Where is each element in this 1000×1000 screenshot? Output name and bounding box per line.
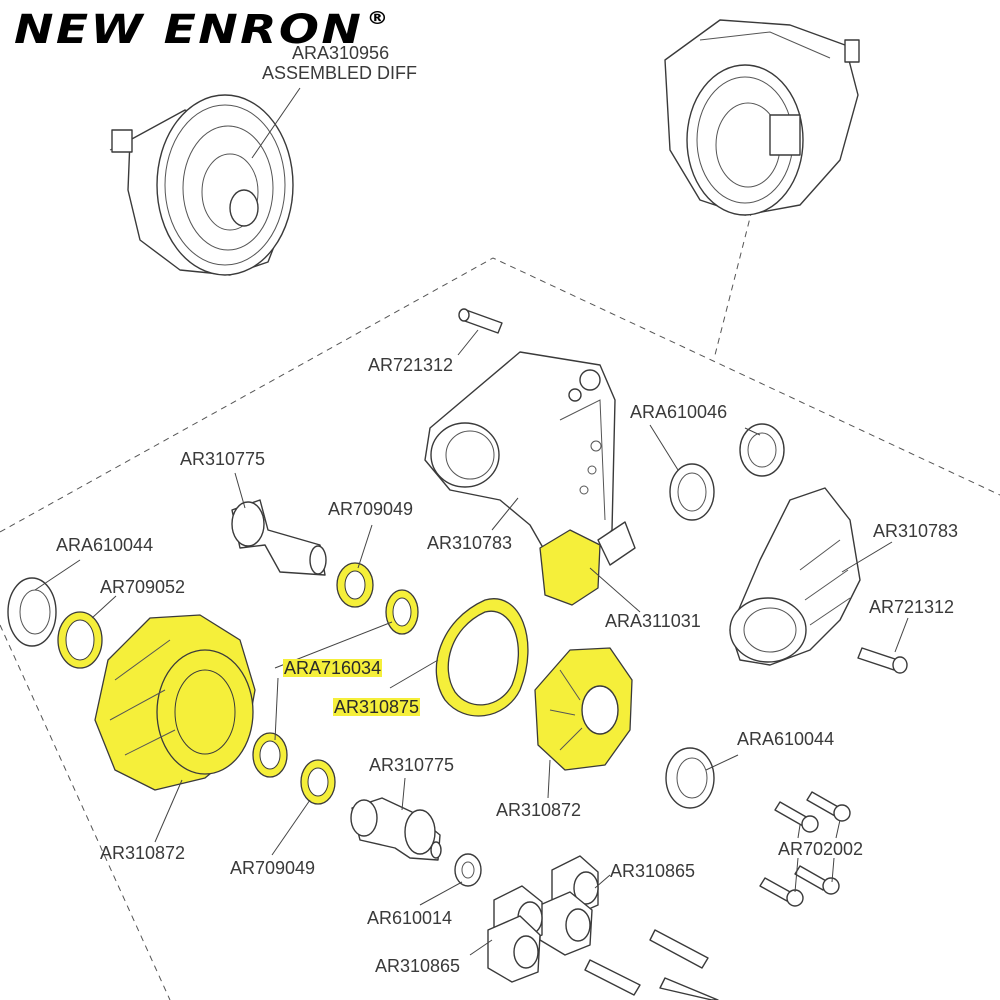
input-gear-illustration [539,521,636,606]
bearing-right-illustration [665,747,715,809]
installed-diff-illustration [664,19,860,216]
label-housing-right: AR310783 [873,521,959,541]
label-diff-case-left: AR310872 [100,843,186,863]
housing-right-illustration [729,487,861,666]
label-shim-left: AR709052 [100,577,186,597]
label-screws: AR702002 [778,839,864,859]
housing-left-illustration [424,351,616,561]
spider-gears-illustration [487,855,599,983]
gasket-illustration [435,598,529,717]
pin-right-illustration [857,647,908,674]
label-washer-kit: ARA716034 [283,658,383,678]
pinion-bottom-illustration [350,797,442,861]
label-assembled-diff-part: ARA310956 [292,43,390,63]
small-bearing-illustration [454,853,482,887]
diff-case-right-illustration [534,647,633,771]
label-pin-top: AR721312 [368,355,454,375]
label-pin-right: AR721312 [869,597,955,617]
pin-top-illustration [458,308,503,334]
label-assembled-diff-caption: ASSEMBLED DIFF [262,63,418,83]
label-bearing-left: ARA610044 [56,535,154,555]
label-housing-left: AR310783 [427,533,513,553]
label-spider-gear-right: AR310865 [610,861,696,881]
assembled-diff-illustration [109,94,294,276]
brand-name: NEW ENRON [14,7,364,53]
bearing-left-illustration [7,577,57,647]
brand-logo: NEW ENRON® [14,7,391,53]
leader-lines [34,87,909,956]
registered-mark: ® [366,8,391,29]
label-bearing-top: ARA610046 [630,402,728,422]
label-small-bearing: AR610014 [367,908,453,928]
label-bearing-right: ARA610044 [737,729,835,749]
label-pinion-top: AR310775 [180,449,266,469]
input-gear-body [539,529,601,606]
label-gasket: AR310875 [333,697,421,717]
bearing-top-illustration [669,423,785,521]
pinion-top-illustration [231,499,327,576]
diff-case-left-illustration [94,614,256,791]
shims-illustration [57,562,419,805]
cross-pins-illustration [584,929,719,1000]
label-spider-gear-bottom: AR310865 [375,956,461,976]
label-shim-bottom: AR709049 [230,858,316,878]
exploded-boundary [0,209,1000,1000]
label-pinion-bottom: AR310775 [369,755,455,775]
label-input-gear: ARA311031 [605,611,701,631]
label-diff-case-right: AR310872 [496,800,582,820]
label-shim-top: AR709049 [328,499,414,519]
